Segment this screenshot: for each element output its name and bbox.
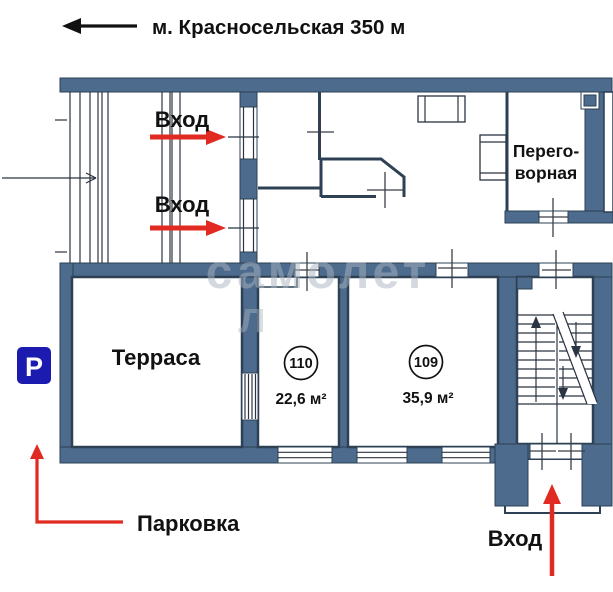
furniture [417,95,507,181]
entrance-label-2: Вход [155,192,209,217]
terrace-label: Терраса [112,345,201,370]
metro-left-arrow-icon [62,18,81,34]
stairwell-stairs [518,311,598,444]
metro-direction: м. Красносельская 350 м [62,16,405,39]
metro-label: м. Красносельская 350 м [152,16,405,39]
windows [241,372,491,464]
entrance-label-1: Вход [155,107,209,132]
terrace-room [70,275,244,449]
corner-column [580,91,600,110]
entrance-label-bottom: Вход [488,526,542,551]
room-109-number: 109 [414,355,438,371]
entrance-stairs [2,92,259,263]
room-110-area: 22,6 м² [275,391,326,408]
parking-arrow [35,456,123,524]
parking-icon: P [17,347,51,384]
room-109-badge: 109 35,9 м² [402,344,454,407]
meeting-room-label-1: Перего- [513,141,579,161]
meeting-room-label-2: ворная [515,163,577,183]
wc-angled-wall [319,157,406,198]
watermark-text-2: л [238,293,266,342]
room-110-number: 110 [289,356,312,372]
adjacent-room-sliver [603,91,613,213]
parking-label: Парковка [137,511,240,536]
watermark-text: самолет [206,246,430,299]
parking-sign-letter: P [25,352,43,382]
room-110-badge: 110 22,6 м² [275,345,327,408]
stair-break [553,312,597,404]
partitions [258,92,509,211]
entrance-arrows [30,129,561,576]
room-109-area: 35,9 м² [402,390,453,407]
table-horizontal [417,95,466,123]
door-marks [294,112,585,470]
